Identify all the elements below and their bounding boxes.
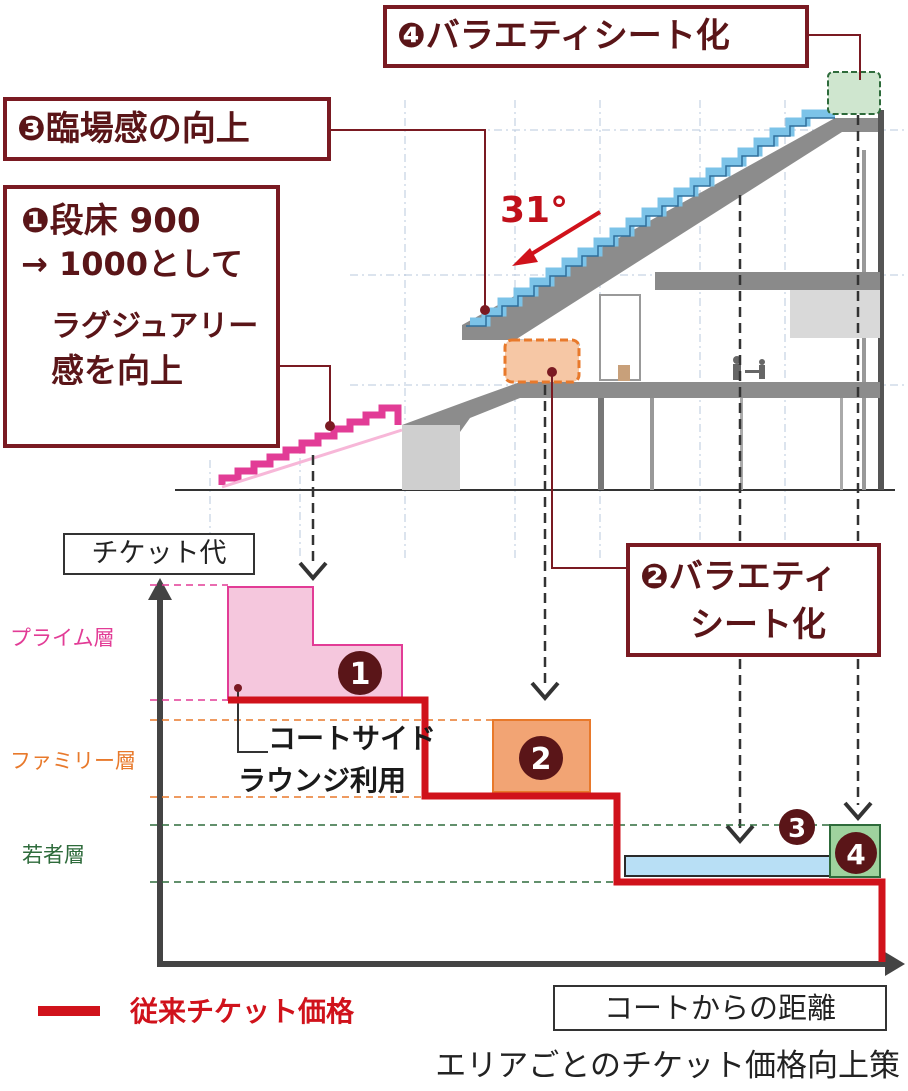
y-axis-label: チケット代 bbox=[63, 533, 255, 575]
callout-leaders bbox=[270, 34, 861, 569]
stadium-structure bbox=[175, 110, 895, 491]
marker-3: 3 bbox=[779, 809, 815, 845]
arrow-heads bbox=[298, 561, 873, 845]
pink-seating-steps bbox=[218, 404, 402, 485]
angle-arrow bbox=[512, 210, 602, 266]
legend-swatch bbox=[38, 1006, 100, 1016]
callout-4: ❹バラエティシート化 bbox=[383, 5, 809, 68]
marker-4: 4 bbox=[835, 832, 877, 874]
callout-2: ❷バラエティ シート化 bbox=[626, 543, 881, 657]
tier-label-prime: プライム層 bbox=[10, 626, 115, 650]
youth-tier-strip bbox=[624, 855, 831, 877]
chart-axes bbox=[148, 578, 905, 976]
svg-text:1: 1 bbox=[350, 657, 371, 692]
angle-label: 31° bbox=[500, 190, 568, 231]
courtside-text-line1: コートサイド bbox=[268, 722, 436, 755]
svg-text:4: 4 bbox=[846, 838, 865, 871]
conventional-price-line bbox=[228, 696, 886, 962]
marker-2: 2 bbox=[519, 736, 563, 780]
variety-seat-box-middle bbox=[503, 338, 581, 384]
callout-1: ❶段床 900 → 1000として ラグジュアリー 感を向上 bbox=[3, 185, 280, 448]
figure-caption: エリアごとのチケット価格向上策 bbox=[435, 1048, 900, 1084]
marker-1: 1 bbox=[338, 651, 382, 695]
legend-label: 従来チケット価格 bbox=[129, 995, 355, 1028]
courtside-text-line2: ラウンジ利用 bbox=[238, 764, 406, 797]
people-silhouette-icon bbox=[733, 356, 765, 380]
svg-text:3: 3 bbox=[788, 814, 806, 844]
svg-text:2: 2 bbox=[531, 742, 552, 777]
tier-label-youth: 若者層 bbox=[22, 843, 85, 867]
callout-3: ❸臨場感の向上 bbox=[3, 97, 331, 161]
tier-label-family: ファミリー層 bbox=[10, 749, 136, 773]
courtside-leader bbox=[237, 688, 268, 753]
mapping-arrows bbox=[311, 115, 860, 828]
variety-seat-box-top bbox=[827, 71, 881, 115]
x-axis-label: コートからの距離 bbox=[553, 985, 887, 1031]
